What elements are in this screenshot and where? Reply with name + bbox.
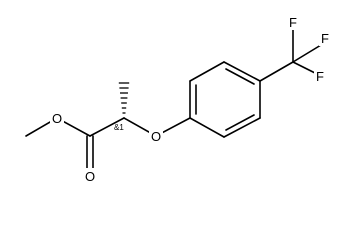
ring-inner-double-2 xyxy=(225,68,255,85)
bond-ring-to-cf3-c xyxy=(259,61,294,82)
atom-ester-oxygen: O xyxy=(52,111,62,126)
stereo-center-label: &1 xyxy=(114,123,124,132)
atom-ether-oxygen: O xyxy=(151,129,161,144)
atom-carbonyl-oxygen: O xyxy=(85,169,95,184)
atom-fluorine-right: F xyxy=(321,31,329,46)
atom-fluorine-lower: F xyxy=(316,69,324,84)
ring-bond-6 xyxy=(189,117,225,138)
ring-bond-3 xyxy=(223,61,261,82)
bond-cf3-to-f-right xyxy=(292,44,322,63)
ring-inner-double-3 xyxy=(225,114,255,131)
ring-bond-5 xyxy=(223,117,261,138)
ring-bond-2 xyxy=(189,61,225,82)
atom-labels: O O O F F F &1 xyxy=(50,14,331,184)
bond-cf3-to-f-lower xyxy=(292,61,318,75)
hashed-wedge-bond xyxy=(118,82,130,114)
bond-carbonyl-c-to-chiral-c xyxy=(89,117,125,137)
atom-fluorine-top: F xyxy=(289,15,297,30)
chemical-structure-drawing: O O O F F F &1 xyxy=(25,14,331,184)
bonds xyxy=(25,29,322,174)
